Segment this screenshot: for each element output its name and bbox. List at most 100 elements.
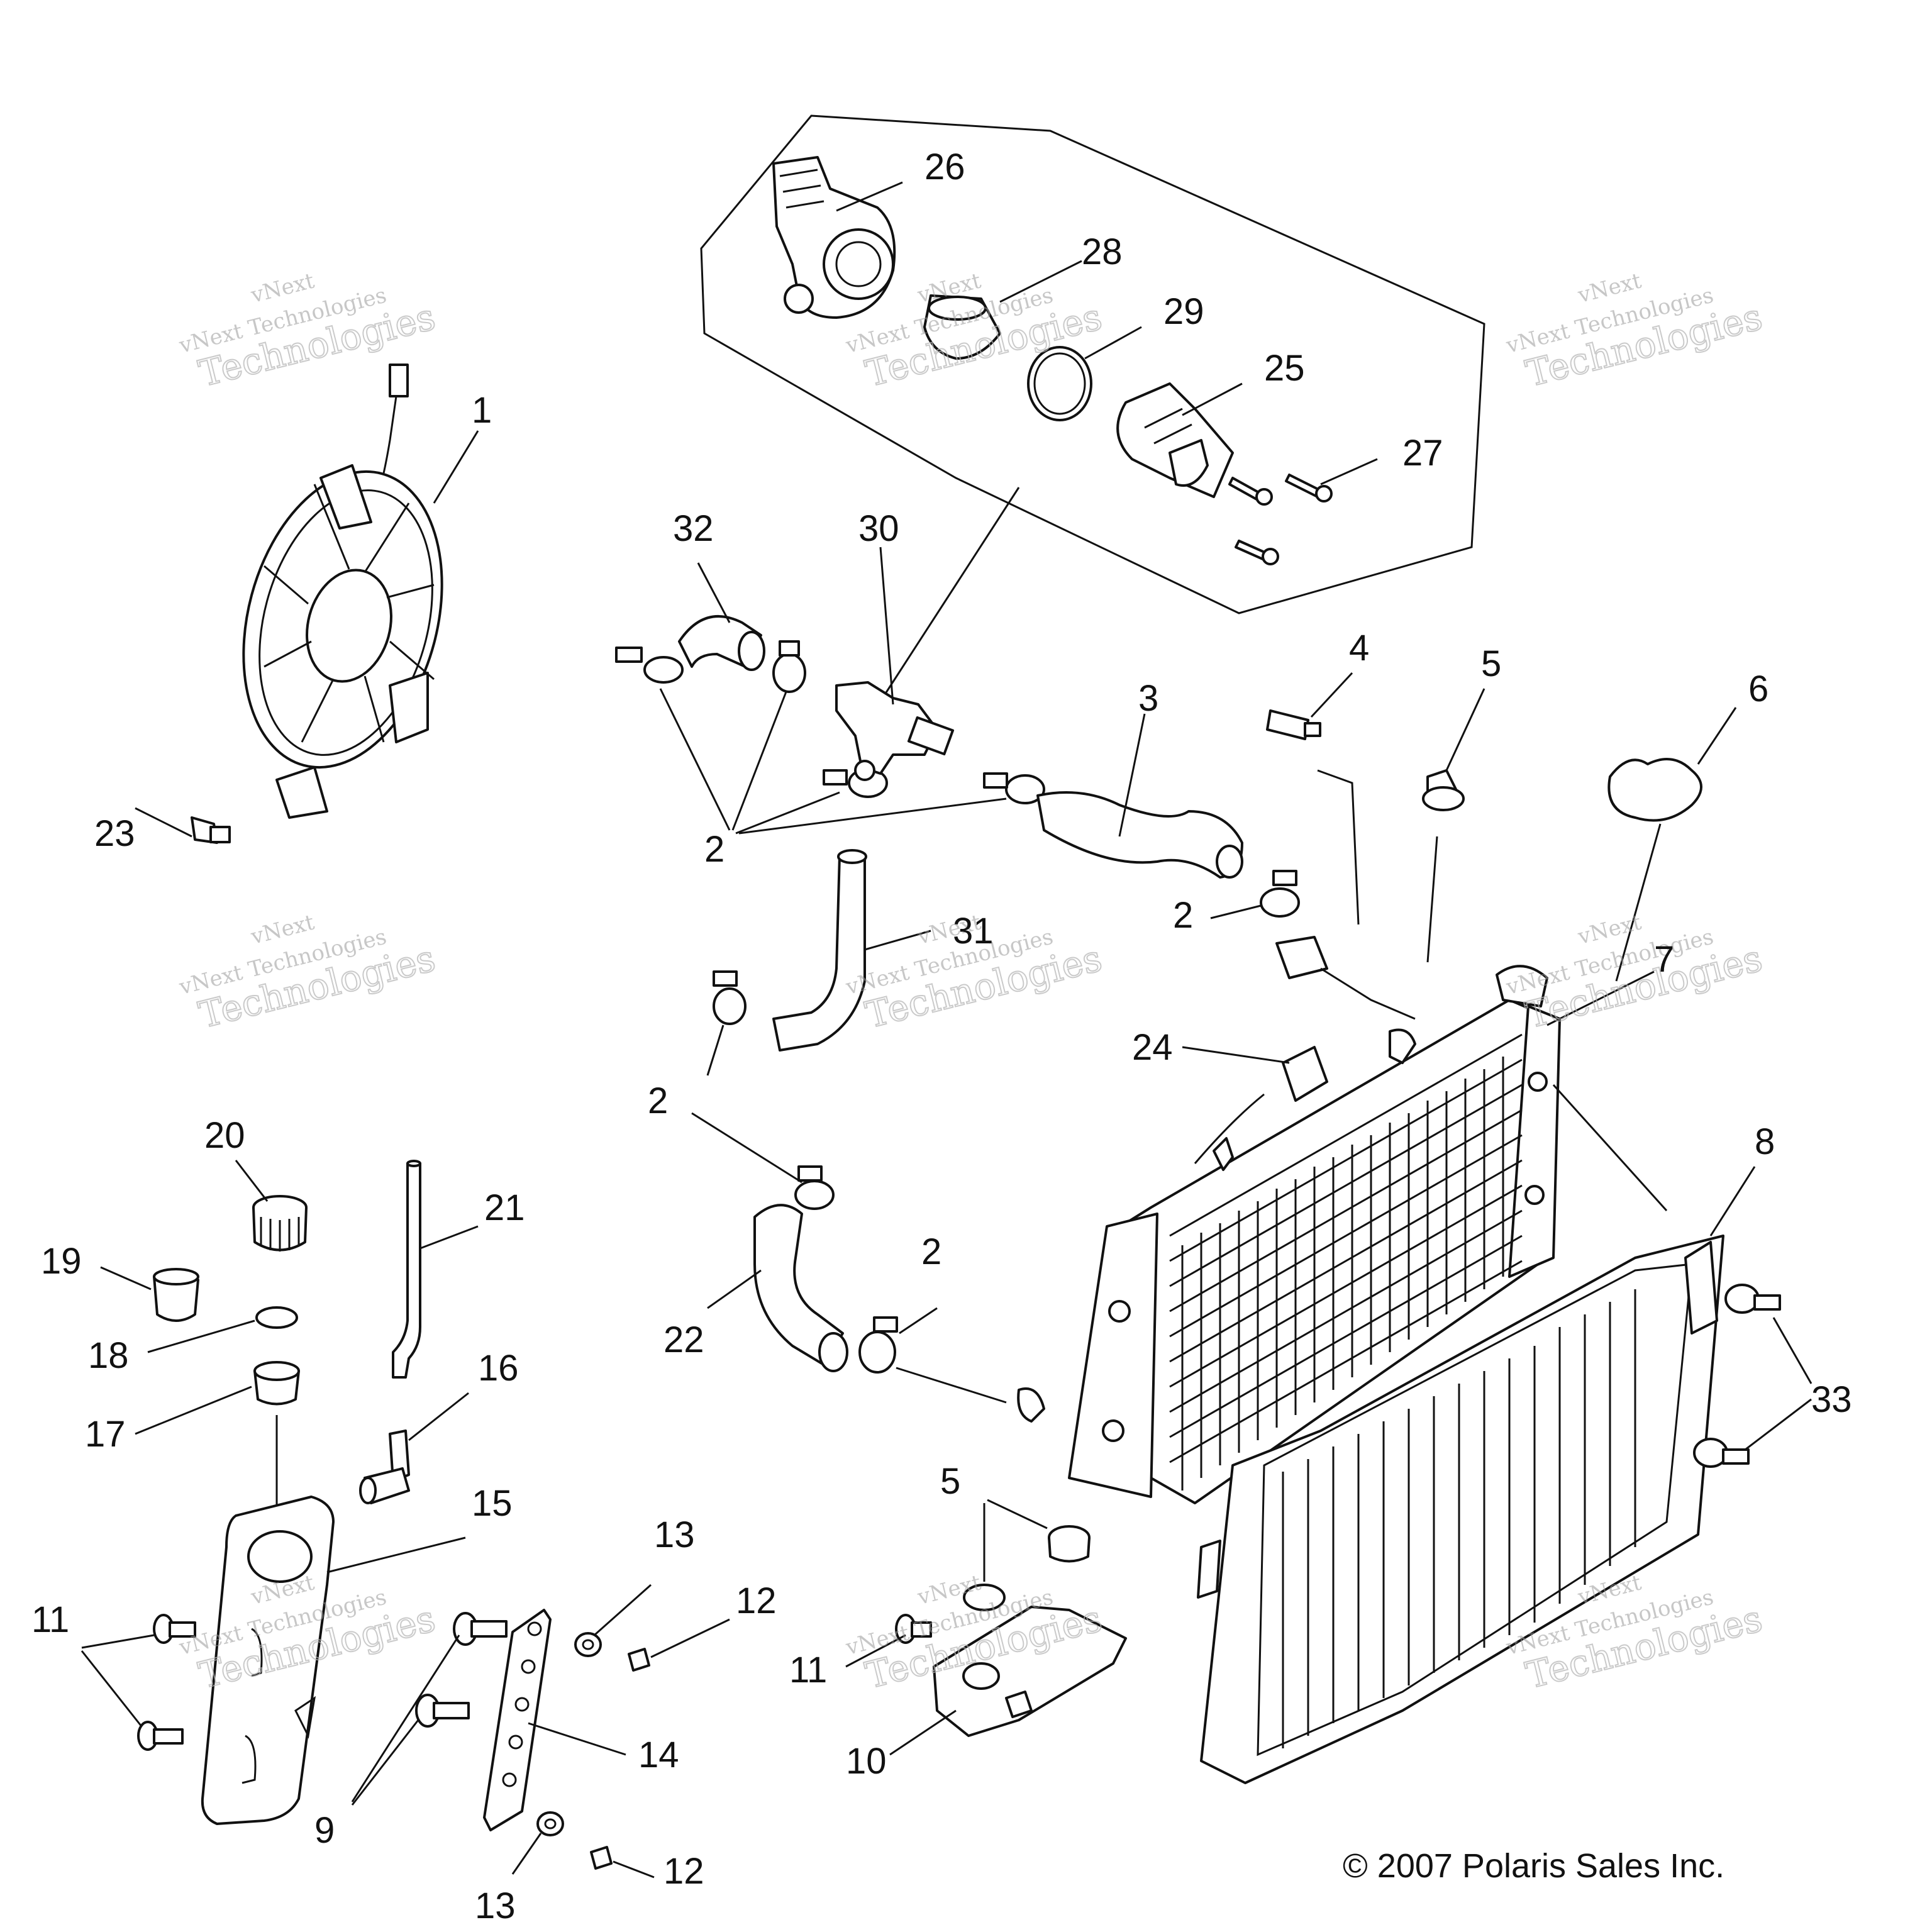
leader-15 — [326, 1536, 466, 1574]
callout-30: 30 — [858, 508, 899, 549]
leader-9a — [351, 1635, 460, 1802]
leader-26 — [836, 181, 903, 212]
leader-6b — [1615, 823, 1662, 982]
filler-neck-part — [253, 1361, 300, 1406]
radiator-shroud-part — [1197, 1235, 1724, 1784]
callout-14: 14 — [638, 1735, 679, 1775]
cap-19-part — [153, 1268, 199, 1322]
thermostat-cover-part — [1116, 382, 1234, 498]
callout-22: 22 — [663, 1319, 704, 1360]
leader-29 — [1084, 326, 1142, 360]
leader-33a — [1772, 1317, 1813, 1384]
callout-5b: 5 — [940, 1461, 960, 1502]
leader-11a — [81, 1634, 155, 1649]
leader-11c — [80, 1650, 143, 1727]
callout-20: 20 — [204, 1115, 245, 1156]
callout-13b: 13 — [475, 1885, 516, 1926]
bolt-9-part — [415, 1612, 508, 1728]
callout-31: 31 — [953, 911, 994, 952]
callout-32: 32 — [673, 508, 714, 549]
leader-16 — [408, 1392, 469, 1441]
leader-8b — [1552, 1084, 1668, 1212]
elbow-fitting-part — [359, 1430, 410, 1504]
nut-12-part — [590, 1648, 650, 1870]
leader-7 — [1546, 970, 1655, 1026]
leader-28 — [999, 260, 1082, 303]
leader-24 — [1182, 1046, 1290, 1064]
leader-5a-b — [1426, 836, 1438, 963]
callout-12b: 12 — [663, 1851, 704, 1892]
leader-9b — [351, 1719, 419, 1806]
callout-13a: 13 — [654, 1514, 695, 1555]
vent-tube-end — [406, 1160, 421, 1167]
callout-1: 1 — [472, 390, 492, 431]
callout-12a: 12 — [736, 1580, 777, 1621]
thermostat-housing-part — [772, 156, 896, 319]
radiator-cap-part — [1607, 758, 1702, 822]
callout-23: 23 — [94, 813, 135, 854]
clamp-leaders — [659, 688, 1262, 1404]
callout-26: 26 — [924, 147, 965, 187]
callout-11b: 11 — [789, 1650, 827, 1690]
leader-5b — [987, 1499, 1048, 1530]
bolt-11b-part — [895, 1614, 932, 1644]
leader-21 — [419, 1225, 479, 1250]
o-ring-inner — [1033, 352, 1086, 415]
leader-5a — [1445, 688, 1485, 771]
overflow-bottle-part — [201, 1496, 335, 1825]
leader-30 — [879, 547, 894, 705]
leader-4 — [1310, 672, 1353, 718]
watermark-3: vNext vNext Technologies Technologies — [1503, 268, 1767, 396]
callout-8: 8 — [1755, 1121, 1775, 1162]
grommet-5a-part — [1422, 769, 1465, 811]
bolt-11a-part — [137, 1614, 196, 1751]
leader-3 — [1118, 713, 1146, 837]
callout-2c: 2 — [648, 1080, 668, 1121]
callout-7: 7 — [1654, 939, 1674, 980]
hose-31-end — [837, 849, 867, 864]
callout-2d: 2 — [921, 1231, 941, 1272]
leader-12b — [613, 1860, 655, 1879]
callout-4: 4 — [1349, 628, 1369, 669]
callout-11a: 11 — [31, 1599, 69, 1640]
callout-5a: 5 — [1481, 643, 1501, 684]
leader-17 — [135, 1385, 252, 1435]
leader-32 — [697, 562, 731, 623]
callout-17: 17 — [85, 1414, 126, 1455]
leader-13a — [594, 1584, 652, 1636]
callout-33: 33 — [1811, 1379, 1852, 1420]
callout-21: 21 — [484, 1187, 525, 1228]
leader-23 — [135, 807, 192, 838]
radiator-part — [1017, 965, 1561, 1504]
bypass-fitting-part — [835, 681, 955, 781]
callout-27: 27 — [1402, 433, 1443, 474]
thermostat-part — [923, 294, 1001, 360]
leader-27 — [1320, 458, 1378, 486]
callout-19: 19 — [41, 1241, 82, 1282]
callout-10: 10 — [846, 1741, 887, 1782]
cooling-fan-part — [242, 364, 443, 819]
leader-22 — [707, 1269, 762, 1309]
leader-25 — [1182, 382, 1243, 416]
hose-31-part — [772, 854, 866, 1052]
callout-29: 29 — [1163, 291, 1204, 332]
callout-24: 24 — [1132, 1027, 1173, 1068]
leader-14 — [528, 1722, 626, 1756]
leader-10 — [889, 1709, 957, 1756]
callout-2b: 2 — [1173, 895, 1193, 936]
callout-labels: 26 28 29 25 27 1 32 30 4 5 6 3 23 2 2 31… — [31, 147, 1852, 1926]
leader-8 — [1709, 1166, 1756, 1236]
bolt-23-part — [191, 816, 231, 844]
callout-28: 28 — [1082, 231, 1123, 272]
hose-3-end — [1216, 845, 1243, 879]
leader-12a — [650, 1618, 730, 1658]
leader-1 — [433, 430, 479, 504]
leader-4b — [1317, 769, 1360, 925]
leader-19 — [100, 1266, 152, 1291]
watermark-5: vNext vNext Technologies Technologies — [843, 909, 1106, 1037]
callout-3: 3 — [1138, 678, 1158, 719]
hose-22-end — [818, 1332, 848, 1372]
callout-15: 15 — [472, 1483, 513, 1524]
